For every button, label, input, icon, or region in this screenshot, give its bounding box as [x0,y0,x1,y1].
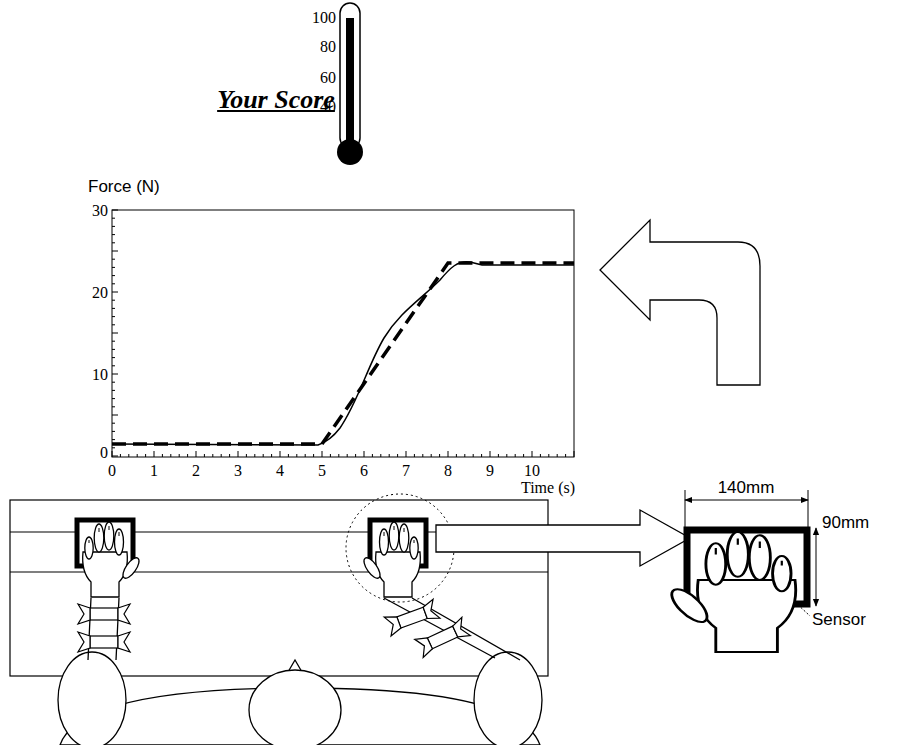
strap [415,617,471,657]
dimension: 140mm [718,479,775,496]
strap [384,599,440,636]
tick-label: 5 [318,463,326,479]
dimension: 90mm [822,514,869,531]
tick-label: 7 [402,463,410,479]
scale-label: 60 [320,70,336,86]
tick-label: 8 [444,463,452,479]
axis-title: Force (N) [88,178,160,195]
sensor [77,520,426,566]
tick-label: 6 [360,463,368,479]
force-chart [112,210,574,457]
thermometer [337,3,363,165]
zoom-arrow [436,510,690,566]
score-title: Your Score [217,87,335,113]
scale-label: 80 [320,39,336,55]
arm [88,598,520,660]
curved-arrow [600,220,760,385]
tick-label: 10 [92,367,108,383]
axis-title: Time (s) [521,480,575,496]
tick-label: 0 [108,463,116,479]
tick-label: 1 [150,463,158,479]
person [58,652,542,745]
tick-label: 30 [92,203,108,219]
tick-label: 2 [192,463,200,479]
scale-label: 100 [312,10,336,26]
hand [361,522,420,597]
zoomed-sensor [665,490,816,652]
tick-label: 0 [100,445,108,461]
strap [78,604,130,624]
part-name: Sensor [812,611,866,628]
tick-label: 3 [234,463,242,479]
tick-label: 20 [92,285,108,301]
tick-label: 10 [524,463,540,479]
strap [78,632,130,652]
tick-label: 4 [276,463,284,479]
scale-label: 40 [320,99,336,115]
tick-label: 9 [486,463,494,479]
hand [83,522,142,597]
